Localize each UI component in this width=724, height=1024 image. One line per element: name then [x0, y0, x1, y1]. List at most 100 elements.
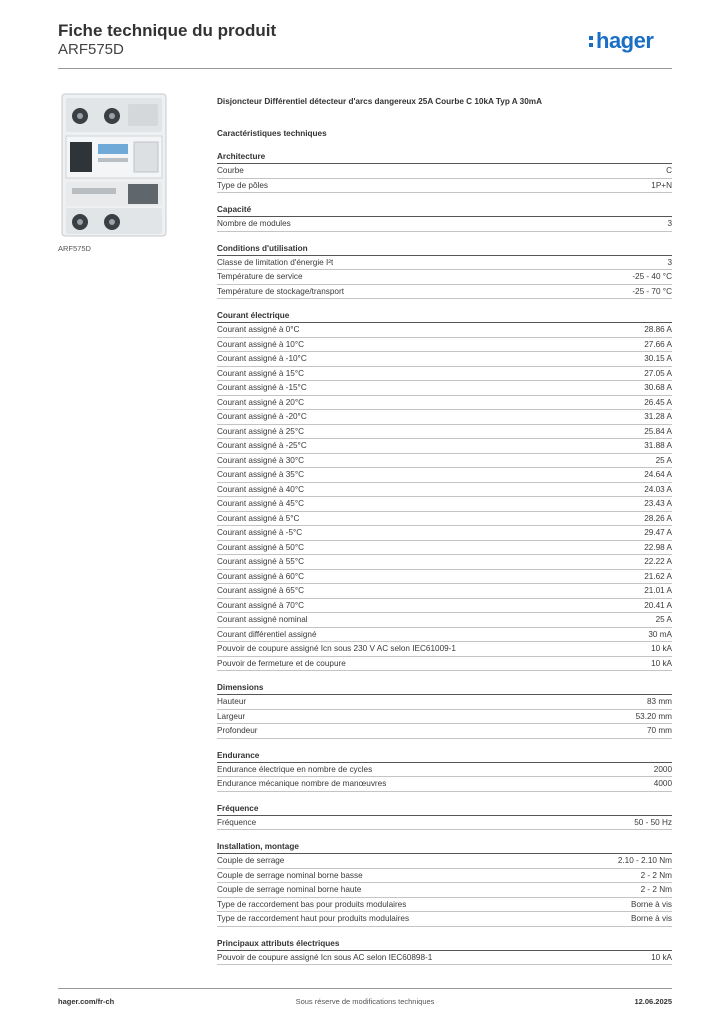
header-divider	[58, 68, 672, 69]
spec-value: 21.62 A	[644, 571, 672, 581]
spec-label: Courant assigné à 40°C	[217, 484, 305, 494]
spec-value: 25.84 A	[644, 426, 672, 436]
spec-row: Courant assigné à 50°C 22.98 A	[217, 541, 672, 555]
spec-row: Courant assigné à 25°C 25.84 A	[217, 425, 672, 439]
page-title: Fiche technique du produit	[58, 21, 277, 40]
spec-value: 25 A	[655, 455, 672, 465]
spec-row: Courant assigné à 65°C 21.01 A	[217, 584, 672, 599]
spec-value: 30 mA	[648, 629, 672, 639]
section-title: Architecture	[217, 151, 672, 164]
spec-label: Courant assigné à 35°C	[217, 470, 305, 479]
spec-label: Couple de serrage nominal borne haute	[217, 885, 362, 894]
spec-label: Profondeur	[217, 726, 258, 735]
spec-row: Courant assigné à -25°C 31.88 A	[217, 439, 672, 454]
spec-value: 28.86 A	[644, 325, 672, 334]
section-title: Principaux attributs électriques	[217, 938, 672, 951]
footer-disclaimer: Sous réserve de modifications techniques	[295, 997, 435, 1006]
hager-logo: hager	[589, 28, 655, 53]
section-title: Conditions d'utilisation	[217, 243, 672, 256]
spec-label: Type de raccordement haut pour produits …	[217, 914, 410, 923]
spec-label: Courant assigné à -25°C	[217, 441, 307, 450]
spec-value: 22.22 A	[644, 557, 672, 566]
spec-label: Courant assigné à 55°C	[217, 557, 305, 566]
spec-label: Type de pôles	[217, 180, 268, 190]
spec-label: Courant assigné à 5°C	[217, 513, 300, 523]
spec-value: 31.88 A	[644, 441, 672, 450]
spec-label: Fréquence	[217, 817, 257, 827]
spec-value: 28.26 A	[644, 513, 672, 523]
spec-value: 29.47 A	[644, 528, 672, 537]
spec-row: Courbe C	[217, 164, 672, 179]
spec-row: Courant assigné à 5°C 28.26 A	[217, 512, 672, 526]
spec-label: Pouvoir de coupure assigné Icn sous AC s…	[217, 952, 433, 962]
spec-label: Courant assigné à 50°C	[217, 542, 305, 552]
spec-value: -25 - 40 °C	[632, 272, 672, 281]
spec-label: Endurance mécanique nombre de manœuvres	[217, 779, 387, 788]
spec-value: 2 - 2 Nm	[640, 870, 672, 880]
spec-label: Couple de serrage	[217, 856, 285, 865]
footer-date: 12.06.2025	[634, 997, 672, 1006]
spec-label: Courant assigné à -15°C	[217, 383, 307, 392]
spec-value: 24.64 A	[644, 470, 672, 479]
spec-label: Courant assigné à 60°C	[217, 571, 305, 581]
spec-row: Type de raccordement bas pour produits m…	[217, 898, 672, 912]
spec-value: 27.66 A	[644, 339, 672, 349]
spec-row: Courant assigné à 35°C 24.64 A	[217, 468, 672, 483]
spec-label: Courbe	[217, 166, 244, 175]
spec-value: 25 A	[655, 615, 672, 624]
spec-row: Endurance mécanique nombre de manœuvres 4…	[217, 777, 672, 792]
spec-value: 21.01 A	[644, 586, 672, 595]
spec-label: Courant assigné nominal	[217, 615, 308, 624]
spec-row: Type de pôles 1P+N	[217, 179, 672, 193]
spec-label: Courant assigné à 0°C	[217, 325, 300, 334]
spec-row: Courant assigné à 40°C 24.03 A	[217, 483, 672, 497]
spec-value: 4000	[653, 779, 672, 788]
spec-value: 10 kA	[651, 644, 672, 653]
spec-row: Type de raccordement haut pour produits …	[217, 912, 672, 927]
spec-row: Fréquence 50 - 50 Hz	[217, 816, 672, 830]
spec-value: 24.03 A	[644, 484, 672, 494]
spec-value: 31.28 A	[644, 412, 672, 421]
spec-row: Couple de serrage nominal borne basse 2 -…	[217, 869, 672, 883]
spec-value: 30.68 A	[644, 383, 672, 392]
spec-value: 70 mm	[646, 726, 672, 735]
spec-value: C	[666, 166, 672, 175]
spec-value: 22.98 A	[644, 542, 672, 552]
spec-label: Courant assigné à 65°C	[217, 586, 305, 595]
spec-label: Pouvoir de coupure assigné Icn sous 230 …	[217, 644, 456, 653]
spec-value: 1P+N	[651, 180, 672, 190]
spec-value: 2 - 2 Nm	[640, 885, 672, 894]
spec-label: Pouvoir de fermeture et de coupure	[217, 658, 346, 668]
spec-label: Courant assigné à 25°C	[217, 426, 305, 436]
spec-value: 20.41 A	[644, 600, 672, 610]
spec-value: 26.45 A	[644, 397, 672, 407]
spec-label: Courant assigné à -10°C	[217, 354, 307, 363]
spec-label: Courant assigné à 20°C	[217, 397, 305, 407]
spec-value: 27.05 A	[644, 368, 672, 378]
tech-specs-title: Caractéristiques techniques	[217, 129, 327, 138]
spec-label: Courant assigné à 70°C	[217, 600, 305, 610]
spec-value: Borne à vis	[631, 899, 672, 909]
spec-value: 30.15 A	[644, 354, 672, 363]
page-footer: hager.com/fr-ch Sous réserve de modifica…	[58, 997, 672, 1009]
spec-row: Courant assigné à 60°C 21.62 A	[217, 570, 672, 584]
spec-label: Couple de serrage nominal borne basse	[217, 870, 363, 880]
spec-value: 50 - 50 Hz	[634, 817, 672, 827]
spec-label: Endurance électrique en nombre de cycles	[217, 764, 373, 774]
